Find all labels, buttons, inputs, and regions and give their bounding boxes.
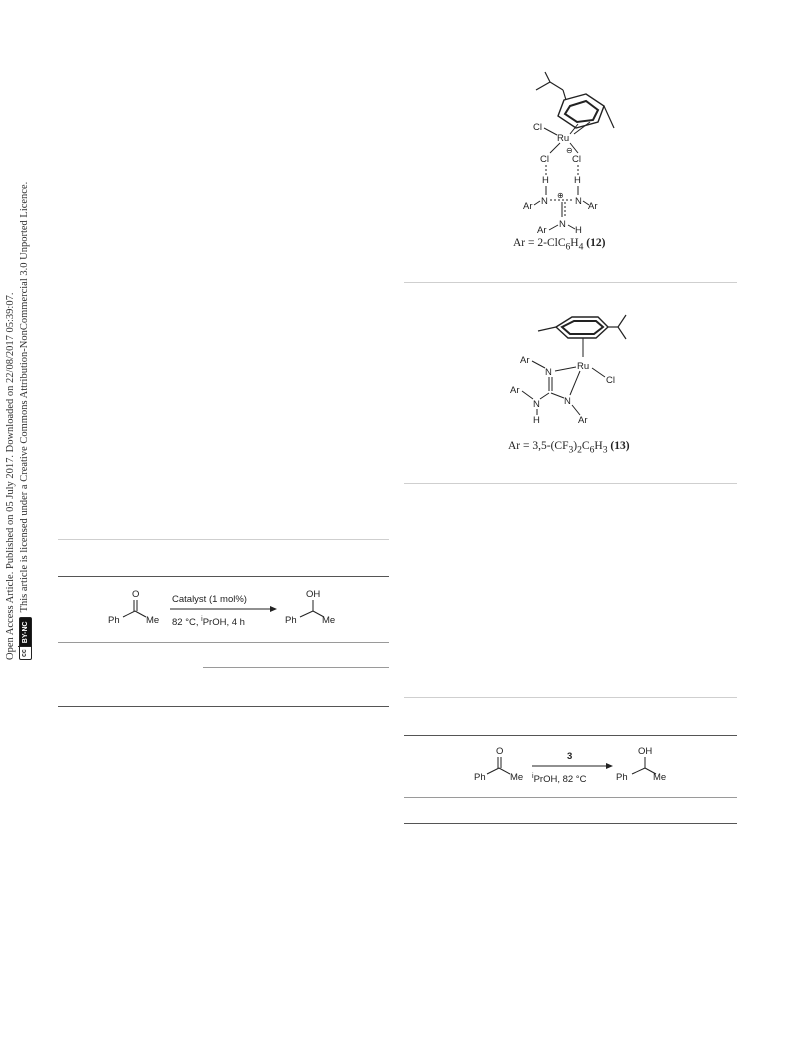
license-line-2-row: cc BY-NC This article is licensed under …	[18, 182, 32, 660]
s12-caption-sub2: 4	[578, 241, 584, 253]
s12-h-bottom: H	[575, 225, 582, 236]
s13-caption-h: H	[594, 440, 603, 452]
table-rule	[58, 642, 389, 643]
s13-caption-sub4: 3	[602, 444, 608, 456]
table-header-rule-right	[404, 735, 737, 736]
cc-badge-mark: cc	[18, 646, 32, 659]
reaction-scheme-left: O Ph Me Catalyst (1 mol%) 82 °C, iPrOH, …	[108, 589, 335, 628]
s12-cl-right: Cl	[572, 154, 581, 165]
s13-ar-top: Ar	[520, 355, 530, 366]
s12-n-bottom: N	[559, 219, 566, 230]
s13-caption-c: C	[581, 440, 590, 452]
s12-ar-bottom: Ar	[537, 225, 547, 236]
s12-ru: Ru	[557, 133, 569, 144]
right-reactant-o: O	[496, 746, 503, 757]
cc-by-nc-badge-icon[interactable]: cc BY-NC	[18, 617, 32, 660]
divider	[404, 282, 737, 283]
right-reactant-me: Me	[510, 772, 523, 783]
right-reactant-ph: Ph	[474, 772, 486, 783]
s13-cl: Cl	[606, 375, 615, 386]
s13-caption-sub3: 6	[589, 444, 595, 456]
s13-n-top: N	[545, 367, 552, 378]
table-rule-right	[404, 797, 737, 798]
s12-minus-charge: ⊖	[566, 146, 573, 155]
s13-caption-sub2: 2	[577, 444, 582, 456]
table-bottom-rule	[58, 706, 389, 707]
divider	[404, 483, 737, 484]
cc-badge-license: BY-NC	[19, 618, 31, 647]
s12-plus-charge: ⊕	[557, 191, 564, 200]
s12-caption-label: (12)	[586, 237, 606, 249]
s12-caption-h: H	[570, 237, 579, 249]
left-reactant-ph: Ph	[108, 615, 120, 626]
left-product-ph: Ph	[285, 615, 297, 626]
s13-caption-sub1: 3	[568, 444, 574, 456]
s13-caption-paren: )	[573, 440, 578, 452]
left-product-me: Me	[322, 615, 335, 626]
license-sidebar: Open Access Article. Published on 05 Jul…	[4, 182, 32, 660]
right-product-oh: OH	[638, 746, 652, 757]
structure-13-caption: Ar = 3,5-(CF3)2C6H3 (13)	[508, 440, 630, 455]
s12-caption-sub: 6	[565, 241, 571, 253]
s12-cl-left: Cl	[540, 154, 549, 165]
s13-caption-label: (13)	[610, 440, 630, 452]
reaction-scheme-right: O Ph Me 3 iPrOH, 82 °C OH Ph Me	[474, 746, 666, 785]
license-line-1: Open Access Article. Published on 05 Jul…	[5, 292, 16, 660]
left-reactant-o: O	[132, 589, 139, 600]
right-product-ph: Ph	[616, 772, 628, 783]
table-subheader-rule	[203, 667, 389, 668]
table-header-rule	[58, 576, 389, 577]
structure-13-drawing: Ru Cl N Ar N Ar N Ar H	[510, 314, 627, 426]
s12-cl-top: Cl	[533, 122, 542, 133]
license-line-2[interactable]: This article is licensed under a Creativ…	[19, 181, 30, 613]
s13-caption-text: Ar = 3,5-(CF	[508, 440, 569, 452]
left-product-oh: OH	[306, 589, 320, 600]
left-conditions-top: Catalyst (1 mol%)	[172, 594, 247, 605]
s13-n-right: N	[564, 396, 571, 407]
s13-n-left: N	[533, 399, 540, 410]
s12-n-right: N	[575, 196, 582, 207]
left-reactant-me: Me	[146, 615, 159, 626]
table-bottom-rule-right	[404, 823, 737, 824]
right-catalyst-label: 3	[567, 751, 572, 762]
structure-12-drawing: Ru Cl ⊖ Cl Cl H H N N ⊕ Ar Ar N Ar H	[523, 71, 615, 236]
s12-h-left: H	[542, 175, 549, 186]
table-top-rule	[58, 539, 389, 540]
structure-12-caption: Ar = 2-ClC6H4 (12)	[513, 237, 605, 252]
s13-ar-right: Ar	[578, 415, 588, 426]
s12-h-right: H	[574, 175, 581, 186]
table-top-rule-right	[404, 697, 737, 698]
s12-caption-text: Ar = 2-ClC	[513, 237, 566, 249]
s13-h: H	[533, 415, 540, 426]
left-conditions-bottom: 82 °C, iPrOH, 4 h	[172, 616, 245, 628]
s12-n-left: N	[541, 196, 548, 207]
s12-ar-right: Ar	[588, 201, 598, 212]
s13-ru: Ru	[577, 361, 589, 372]
s13-ar-left: Ar	[510, 385, 520, 396]
right-conditions: iPrOH, 82 °C	[532, 773, 587, 785]
right-product-me: Me	[653, 772, 666, 783]
s12-ar-left: Ar	[523, 201, 533, 212]
